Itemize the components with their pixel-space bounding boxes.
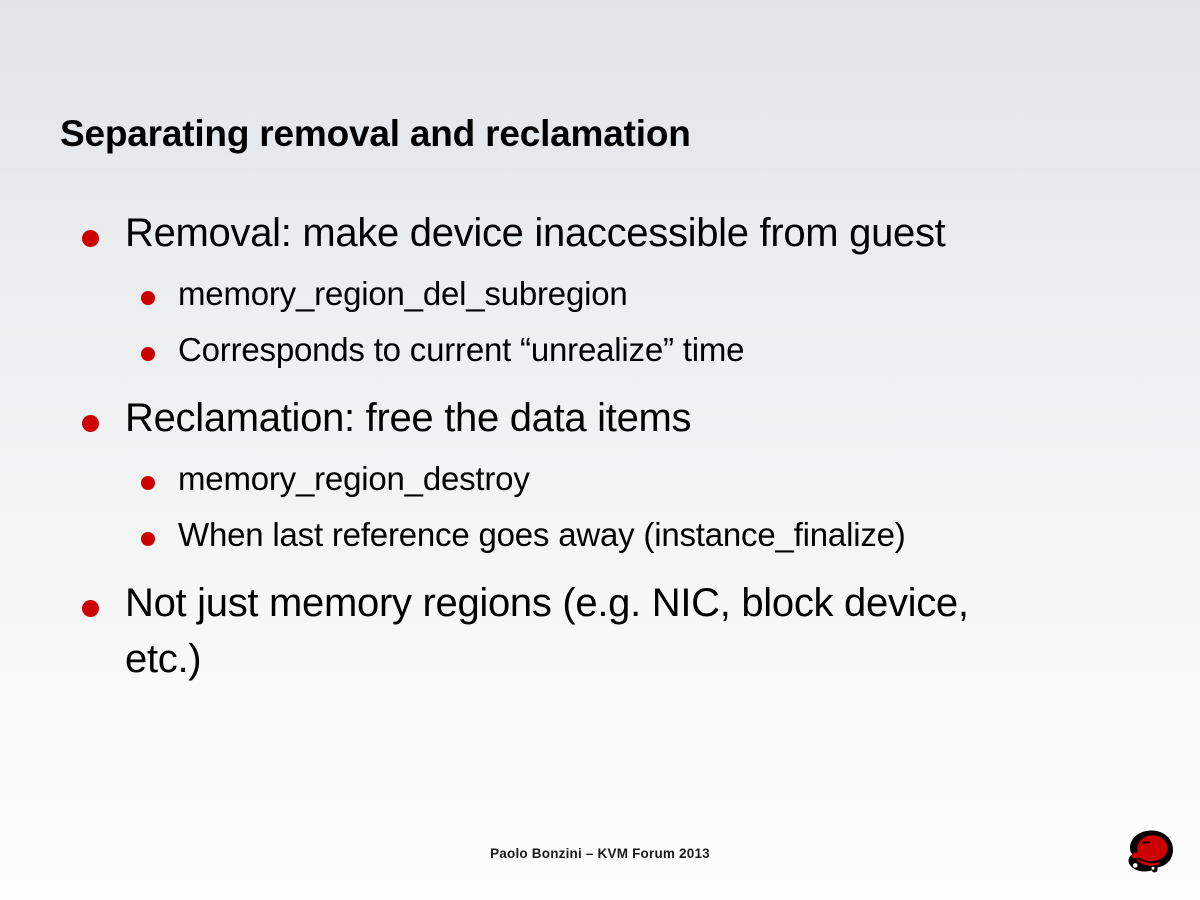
spacer xyxy=(60,317,1150,327)
bullet-dot-icon xyxy=(141,532,155,546)
bullet-text: memory_region_destroy xyxy=(178,460,530,497)
page-title: Separating removal and reclamation xyxy=(60,112,691,154)
bullet-dot-icon xyxy=(82,600,99,617)
bullet-level1-removal: Removal: make device inaccessible from g… xyxy=(60,205,1150,261)
spacer xyxy=(60,373,1150,390)
red-hat-shadowman-logo-icon xyxy=(1124,828,1180,882)
bullet-dot-icon xyxy=(82,415,99,432)
slide-body: Removal: make device inaccessible from g… xyxy=(60,205,1150,687)
bullet-text: memory_region_del_subregion xyxy=(178,275,628,312)
spacer xyxy=(60,558,1150,575)
bullet-text: Reclamation: free the data items xyxy=(125,396,692,440)
spacer xyxy=(60,261,1150,271)
bullet-text: Not just memory regions (e.g. NIC, block… xyxy=(125,581,969,681)
bullet-text: Removal: make device inaccessible from g… xyxy=(125,211,946,255)
bullet-level2-memory-region-del-subregion: memory_region_del_subregion xyxy=(60,271,1150,317)
bullet-dot-icon xyxy=(141,476,155,490)
spacer xyxy=(60,446,1150,456)
bullet-dot-icon xyxy=(141,291,155,305)
bullet-level1-reclamation: Reclamation: free the data items xyxy=(60,390,1150,446)
bullet-level2-instance-finalize: When last reference goes away (instance_… xyxy=(60,512,1150,558)
bullet-dot-icon xyxy=(82,230,99,247)
bullet-level2-memory-region-destroy: memory_region_destroy xyxy=(60,456,1150,502)
slide-footer: Paolo Bonzini – KVM Forum 2013 xyxy=(490,846,710,861)
bullet-dot-icon xyxy=(141,347,155,361)
bullet-level2-corresponds-unrealize: Corresponds to current “unrealize” time xyxy=(60,327,1150,373)
bullet-text: Corresponds to current “unrealize” time xyxy=(178,331,745,368)
bullet-level1-not-just-memory-regions: Not just memory regions (e.g. NIC, block… xyxy=(60,575,1150,687)
bullet-text: When last reference goes away (instance_… xyxy=(178,516,906,553)
spacer xyxy=(60,502,1150,512)
